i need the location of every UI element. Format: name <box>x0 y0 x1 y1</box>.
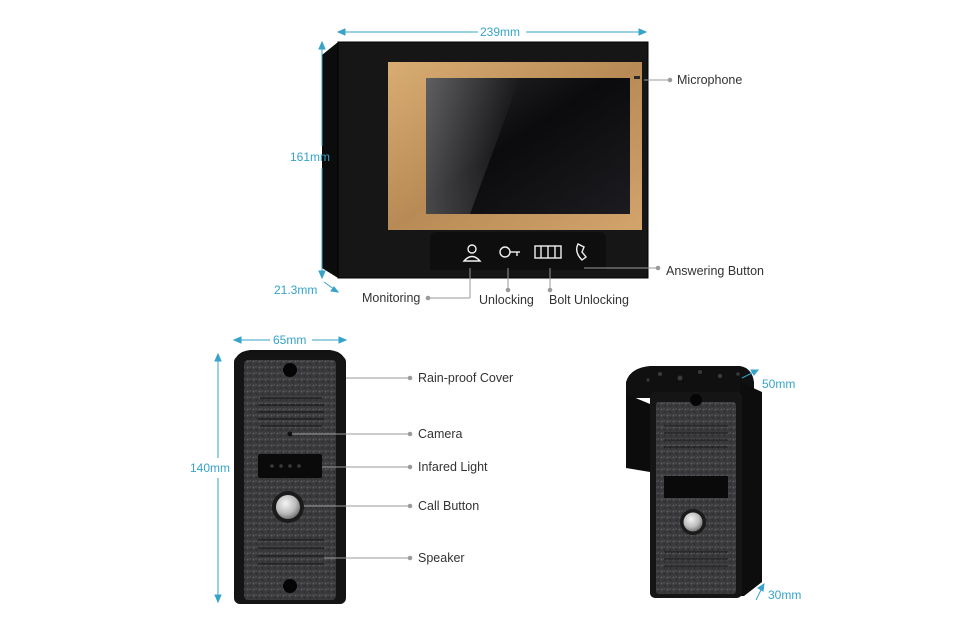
call-button-label: Call Button <box>418 499 480 513</box>
monitor-unit <box>318 28 673 301</box>
infrared-light-label: Infared Light <box>418 460 488 474</box>
rain-proof-cover-label: Rain-proof Cover <box>418 371 514 385</box>
monitoring-icon[interactable] <box>462 244 482 262</box>
door-unit-side <box>626 366 765 601</box>
door-camera <box>287 431 293 437</box>
monitor-depth-dimension: 21.3mm <box>274 283 318 297</box>
bolt-unlocking-label: Bolt Unlocking <box>549 293 629 307</box>
door-height-dimension: 140mm <box>190 461 231 475</box>
microphone-label: Microphone <box>677 73 743 87</box>
monitoring-label: Monitoring <box>362 291 421 305</box>
monitor-height-dimension: 161mm <box>290 150 331 164</box>
door-depth-bottom-dimension: 30mm <box>768 588 802 602</box>
door-unit-front <box>214 336 413 604</box>
speaker-label: Speaker <box>418 551 465 565</box>
unlocking-icon[interactable] <box>499 246 520 258</box>
answering-button-label: Answering Button <box>666 264 764 278</box>
unlocking-label: Unlocking <box>479 293 534 307</box>
door-width-dimension: 65mm <box>273 333 307 347</box>
bolt-unlocking-icon[interactable] <box>534 245 562 259</box>
microphone-hole <box>634 76 640 79</box>
call-button[interactable] <box>276 495 300 519</box>
monitor-width-dimension: 239mm <box>480 25 521 39</box>
answering-icon[interactable] <box>575 243 587 261</box>
door-depth-top-dimension: 50mm <box>762 377 796 391</box>
camera-label: Camera <box>418 427 463 441</box>
